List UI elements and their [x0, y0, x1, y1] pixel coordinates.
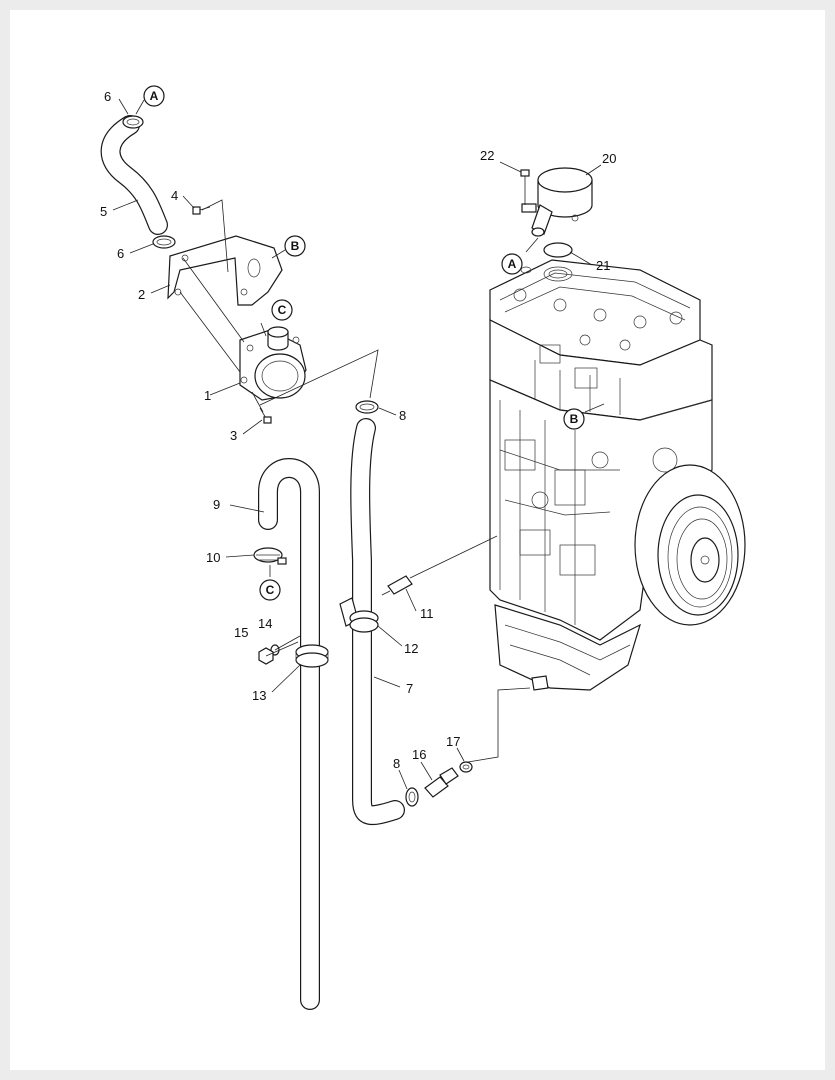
svg-text:B: B	[291, 239, 300, 253]
hose-7	[350, 418, 405, 826]
reference-markers: A A B B C C	[143, 85, 585, 601]
callout-5: 5	[100, 204, 107, 219]
callout-13: 13	[252, 688, 266, 703]
fitting-11	[381, 535, 498, 596]
hose-9	[258, 458, 320, 1010]
svg-text:B: B	[570, 412, 579, 426]
hose-clip-13	[295, 644, 329, 668]
callout-1: 1	[204, 388, 211, 403]
callout-labels: 1 2 3 4 5 6 6 7 8 8 9 10 11 12 13 14 15 …	[100, 89, 616, 771]
hose-5	[100, 115, 168, 235]
callout-17: 17	[446, 734, 460, 749]
svg-text:C: C	[266, 583, 275, 597]
callout-20: 20	[602, 151, 616, 166]
callout-12: 12	[404, 641, 418, 656]
callout-6-lower: 6	[117, 246, 124, 261]
callout-21: 21	[596, 258, 610, 273]
reference-a-engine: A	[501, 253, 523, 275]
engine-block	[489, 259, 746, 691]
callout-6-top: 6	[104, 89, 111, 104]
seal-17	[459, 761, 473, 773]
exploded-parts-diagram: 1 2 3 4 5 6 6 7 8 8 9 10 11 12 13 14 15 …	[100, 85, 746, 1010]
callout-8-top: 8	[399, 408, 406, 423]
clamp-12	[339, 597, 379, 633]
callout-15: 15	[234, 625, 248, 640]
screw-3	[259, 407, 272, 424]
reference-c-clamp: C	[259, 579, 281, 601]
screw-22	[520, 169, 530, 205]
engine-oil-breather	[521, 167, 593, 237]
hose-clamp-8-top	[355, 400, 379, 414]
svg-text:A: A	[150, 89, 159, 103]
leader-lines	[112, 98, 605, 790]
fitting-16	[424, 767, 459, 798]
oil-separator-1	[239, 326, 307, 401]
hose-clamp-10	[253, 547, 287, 565]
svg-text:A: A	[508, 257, 517, 271]
assembly-lines	[179, 199, 531, 763]
callout-3: 3	[230, 428, 237, 443]
reference-a-top: A	[143, 85, 165, 107]
callout-16: 16	[412, 747, 426, 762]
bracket-2	[167, 235, 283, 306]
callout-22: 22	[480, 148, 494, 163]
callout-11: 11	[420, 606, 434, 621]
callout-9: 9	[213, 497, 220, 512]
o-ring-21	[543, 242, 573, 282]
callout-14: 14	[258, 616, 272, 631]
callout-4: 4	[171, 188, 178, 203]
callout-7: 7	[406, 681, 413, 696]
reference-b-bracket: B	[284, 235, 306, 257]
reference-b-engine: B	[563, 408, 585, 430]
callout-10: 10	[206, 550, 220, 565]
hose-clamp-6-top	[122, 115, 144, 129]
hose-clamp-6-lower	[152, 235, 176, 249]
hose-clamp-8-bottom	[405, 787, 419, 807]
reference-c-breather: C	[271, 299, 293, 321]
diagram-frame: 1 2 3 4 5 6 6 7 8 8 9 10 11 12 13 14 15 …	[10, 10, 825, 1070]
svg-text:C: C	[278, 303, 287, 317]
callout-8-bottom: 8	[393, 756, 400, 771]
screw-4	[192, 206, 211, 215]
callout-2: 2	[138, 287, 145, 302]
